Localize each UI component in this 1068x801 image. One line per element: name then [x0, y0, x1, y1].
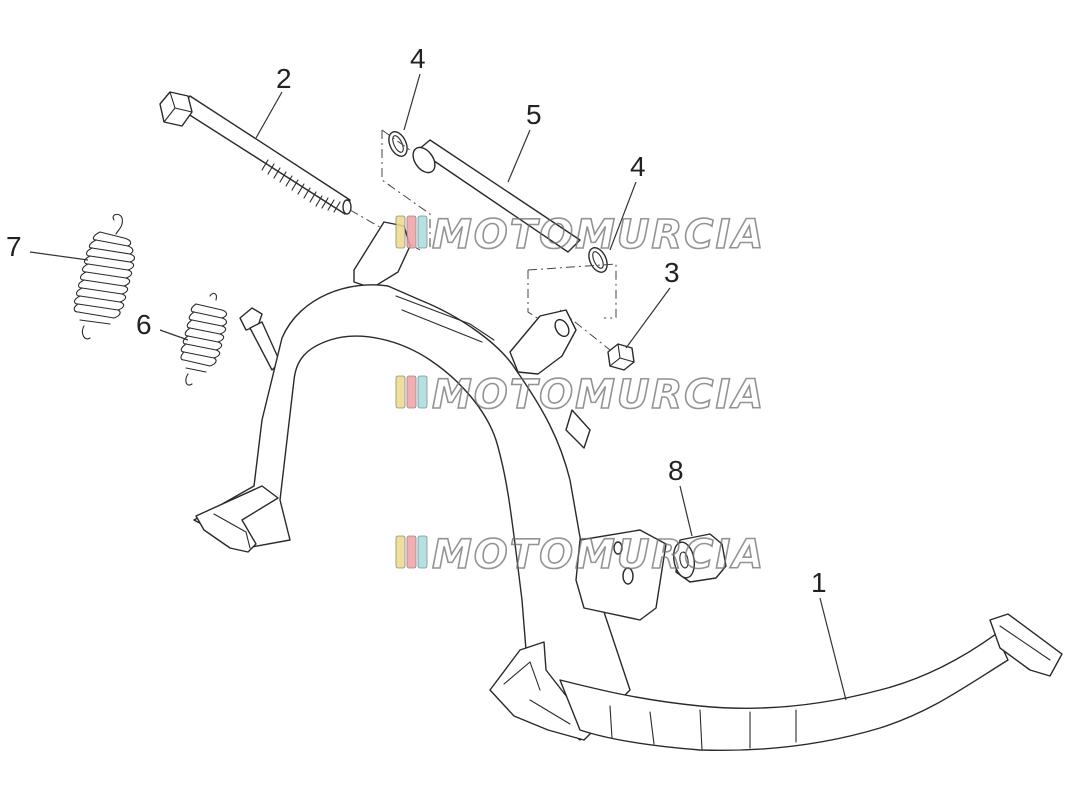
watermark-bar: [395, 215, 406, 249]
watermark-middle: MOTOMURCIA: [395, 371, 765, 419]
callout-4-upper: 4: [410, 43, 426, 74]
o-ring-part-4-upper: [388, 131, 408, 157]
watermark-bar: [406, 535, 417, 569]
spring-part-7: [73, 213, 136, 340]
callout-4-lower: 4: [630, 151, 646, 182]
callout-8: 8: [668, 455, 684, 486]
leader-lines: [29, 73, 847, 701]
bolt-thread: [261, 159, 341, 213]
watermark-bar: [395, 375, 406, 409]
callout-3: 3: [664, 257, 680, 288]
watermark-text: MOTOMURCIA: [432, 532, 765, 578]
callout-7: 7: [6, 231, 22, 262]
o-ring-part-4-lower: [588, 247, 608, 273]
nut-part-3: [607, 343, 635, 371]
stand-part-1: [193, 221, 1063, 752]
watermark-text: MOTOMURCIA: [432, 212, 765, 258]
callout-2: 2: [276, 63, 292, 94]
watermark-bottom: MOTOMURCIA: [395, 531, 765, 579]
callout-5: 5: [526, 99, 542, 130]
pin-part: [239, 307, 281, 371]
sleeve-part-5: [412, 139, 581, 253]
watermark-top: MOTOMURCIA: [395, 211, 765, 259]
callout-1: 1: [811, 567, 827, 598]
bolt-part-2: [159, 91, 352, 215]
bumper-part-8: [672, 533, 727, 583]
watermark-bar: [406, 215, 417, 249]
watermark-bar: [406, 375, 417, 409]
callout-numbers: 1 2 3 4 4 5 6 7 8: [6, 43, 827, 598]
watermark-bar: [417, 375, 428, 409]
watermark-bar: [417, 535, 428, 569]
spring-part-6: [180, 292, 228, 386]
watermark-text: MOTOMURCIA: [432, 372, 765, 418]
watermark-bar: [395, 535, 406, 569]
watermark-bar: [417, 215, 428, 249]
callout-6: 6: [136, 309, 152, 340]
